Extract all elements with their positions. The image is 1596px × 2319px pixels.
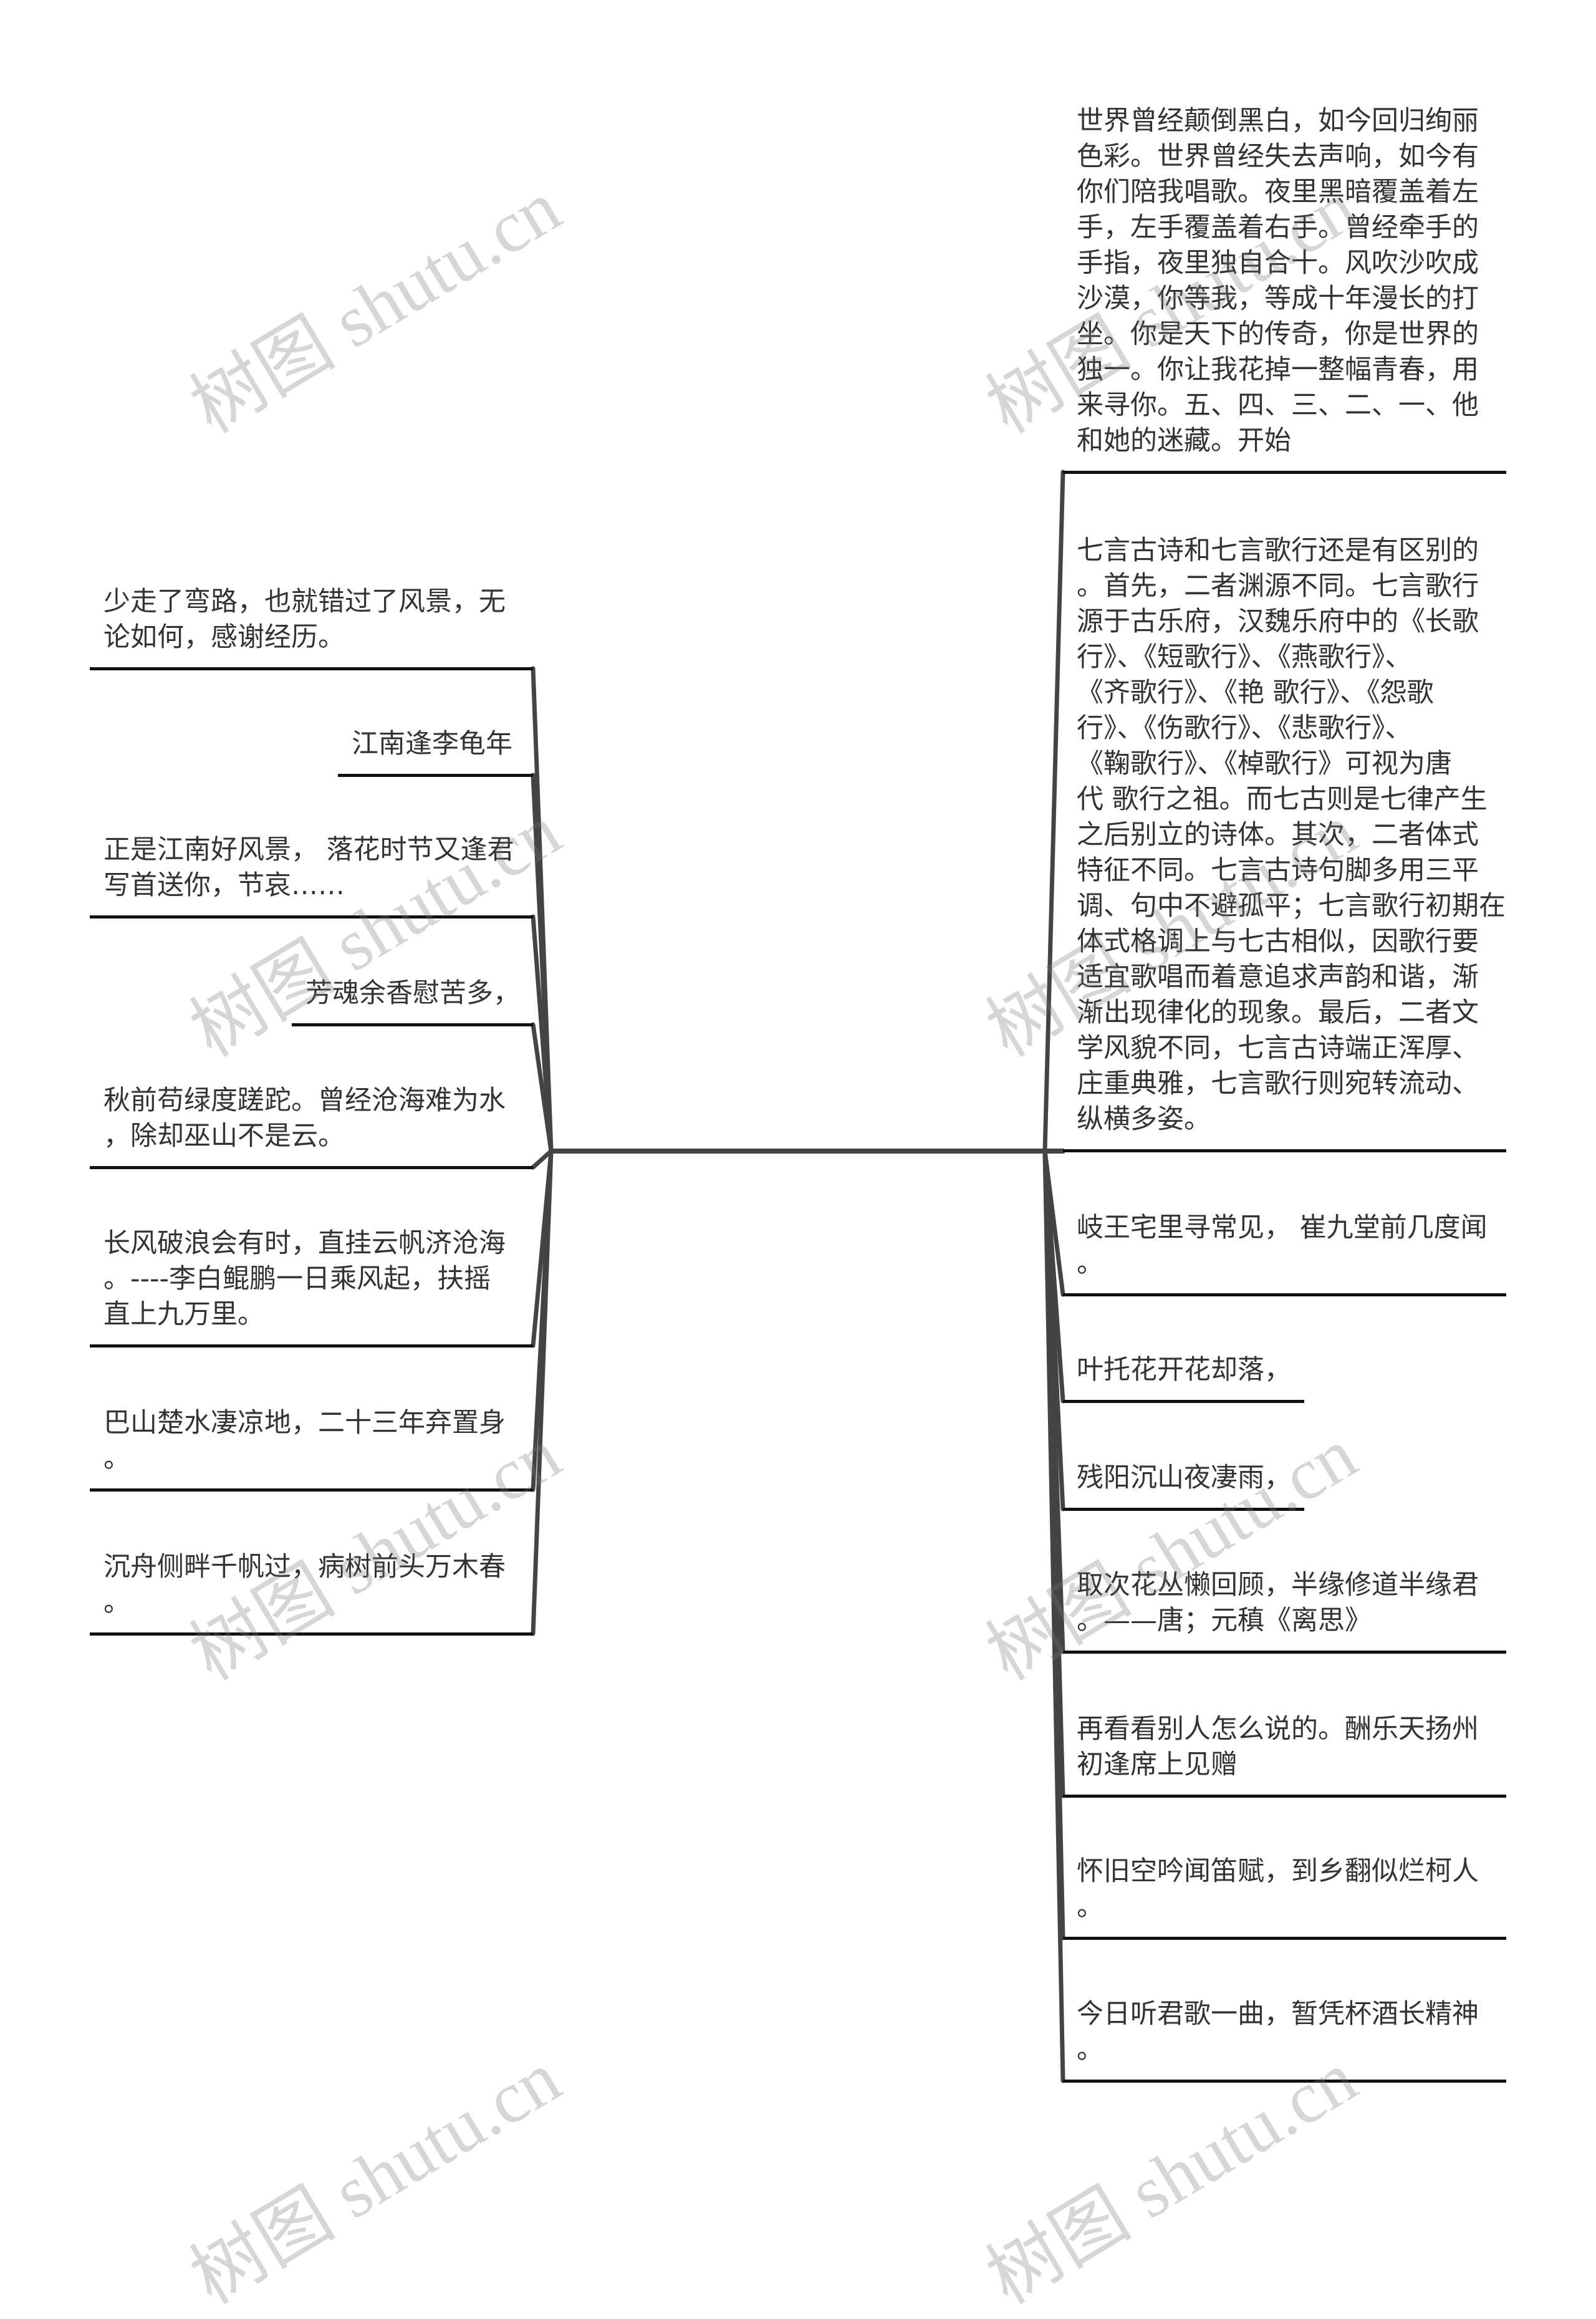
node-underline (90, 915, 533, 918)
mindmap-node-right-8: 怀旧空吟闻笛赋，到乡翻似烂柯人 。 (1063, 1854, 1506, 1940)
mindmap-node-right-2: 七言古诗和七言歌行还是有区别的 。首先，二者渊源不同。七言歌行 源于古乐府，汉魏… (1063, 533, 1506, 1152)
branch-connector-left-4 (531, 1022, 554, 1154)
branch-connector-right-1 (1042, 470, 1065, 1154)
mindmap-node-left-7: 巴山楚水凄凉地，二十三年弃置身 。 (90, 1405, 533, 1492)
node-text: 世界曾经颠倒黑白，如今回归绚丽 色彩。世界曾经失去声响，如今有 你们陪我唱歌。夜… (1077, 105, 1479, 456)
mindmap-node-left-2: 江南逢李龟年 (338, 726, 533, 777)
mindmap-node-right-7: 再看看别人怎么说的。酬乐天扬州 初逢席上见赠 (1063, 1712, 1506, 1798)
node-text: 正是江南好风景， 落花时节又逢君 写首送你，节哀…… (103, 834, 514, 901)
node-text: 取次花丛懒回顾，半缘修道半缘君 。——唐；元稹《离思》 (1077, 1569, 1479, 1636)
mindmap-node-right-1: 世界曾经颠倒黑白，如今回归绚丽 色彩。世界曾经失去声响，如今有 你们陪我唱歌。夜… (1063, 104, 1506, 474)
mindmap-node-left-4: 芳魂余香慰苦多， (292, 976, 533, 1026)
mindmap-node-right-3: 岐王宅里寻常见， 崔九堂前几度闻 。 (1063, 1210, 1506, 1296)
node-text: 沉舟侧畔千帆过，病树前头万木春 。 (103, 1551, 506, 1618)
node-text: 叶托花开花却落， (1077, 1354, 1291, 1386)
node-underline (90, 1166, 533, 1169)
node-underline (1063, 1651, 1506, 1654)
node-text: 巴山楚水凄凉地，二十三年弃置身 。 (103, 1407, 506, 1474)
node-underline (90, 1488, 533, 1492)
node-text: 岐王宅里寻常见， 崔九堂前几度闻 。 (1077, 1212, 1488, 1279)
node-underline (90, 1632, 533, 1636)
mindmap-node-right-5: 残阳沉山夜凄雨， (1063, 1460, 1304, 1511)
node-text: 今日听君歌一曲，暂凭杯酒长精神 。 (1077, 1998, 1479, 2065)
node-text: 怀旧空吟闻笛赋，到乡翻似烂柯人 。 (1077, 1856, 1479, 1922)
branch-connector-left-5 (531, 1149, 554, 1170)
node-text: 残阳沉山夜凄雨， (1077, 1462, 1291, 1493)
mindmap-node-left-5: 秋前苟绿度蹉跎。曾经沧海难为水 ，除却巫山不是云。 (90, 1083, 533, 1169)
node-underline (1063, 1293, 1506, 1296)
node-underline (1063, 1508, 1304, 1511)
mindmap-node-left-8: 沉舟侧畔千帆过，病树前头万木春 。 (90, 1550, 533, 1636)
mindmap-node-right-9: 今日听君歌一曲，暂凭杯酒长精神 。 (1063, 1997, 1506, 2083)
connector-layer (531, 470, 1065, 2083)
node-underline (90, 1344, 533, 1348)
node-underline (1063, 1795, 1506, 1798)
node-text: 芳魂余香慰苦多， (305, 978, 520, 1009)
node-underline (292, 1023, 533, 1026)
node-text: 少走了弯路，也就错过了风景，无 论如何，感谢经历。 (103, 586, 506, 653)
branch-connector-left-8 (531, 1149, 554, 1636)
node-underline (90, 667, 533, 670)
node-text: 长风破浪会有时，直挂云帆济沧海 。----李白鲲鹏一日乘风起，扶摇 直上九万里。 (103, 1228, 506, 1330)
node-underline (1063, 471, 1506, 474)
node-text: 秋前苟绿度蹉跎。曾经沧海难为水 ，除却巫山不是云。 (103, 1085, 506, 1152)
node-underline (1063, 1149, 1506, 1152)
branch-connector-right-9 (1042, 1149, 1065, 2083)
mindmap-node-left-6: 长风破浪会有时，直挂云帆济沧海 。----李白鲲鹏一日乘风起，扶摇 直上九万里。 (90, 1226, 533, 1348)
node-underline (1063, 1937, 1506, 1940)
node-text: 七言古诗和七言歌行还是有区别的 。首先，二者渊源不同。七言歌行 源于古乐府，汉魏… (1077, 535, 1506, 1135)
mindmap-node-right-4: 叶托花开花却落， (1063, 1352, 1304, 1403)
node-underline (1063, 1400, 1304, 1403)
mindmap-node-left-1: 少走了弯路，也就错过了风景，无 论如何，感谢经历。 (90, 584, 533, 670)
node-underline (1063, 2080, 1506, 2083)
node-text: 再看看别人怎么说的。酬乐天扬州 初逢席上见赠 (1077, 1714, 1479, 1780)
mindmap-node-right-6: 取次花丛懒回顾，半缘修道半缘君 。——唐；元稹《离思》 (1063, 1568, 1506, 1654)
node-text: 江南逢李龟年 (352, 728, 512, 759)
mindmap-node-left-3: 正是江南好风景， 落花时节又逢君 写首送你，节哀…… (90, 832, 533, 918)
node-underline (338, 774, 533, 777)
branch-connector-left-3 (531, 914, 554, 1154)
